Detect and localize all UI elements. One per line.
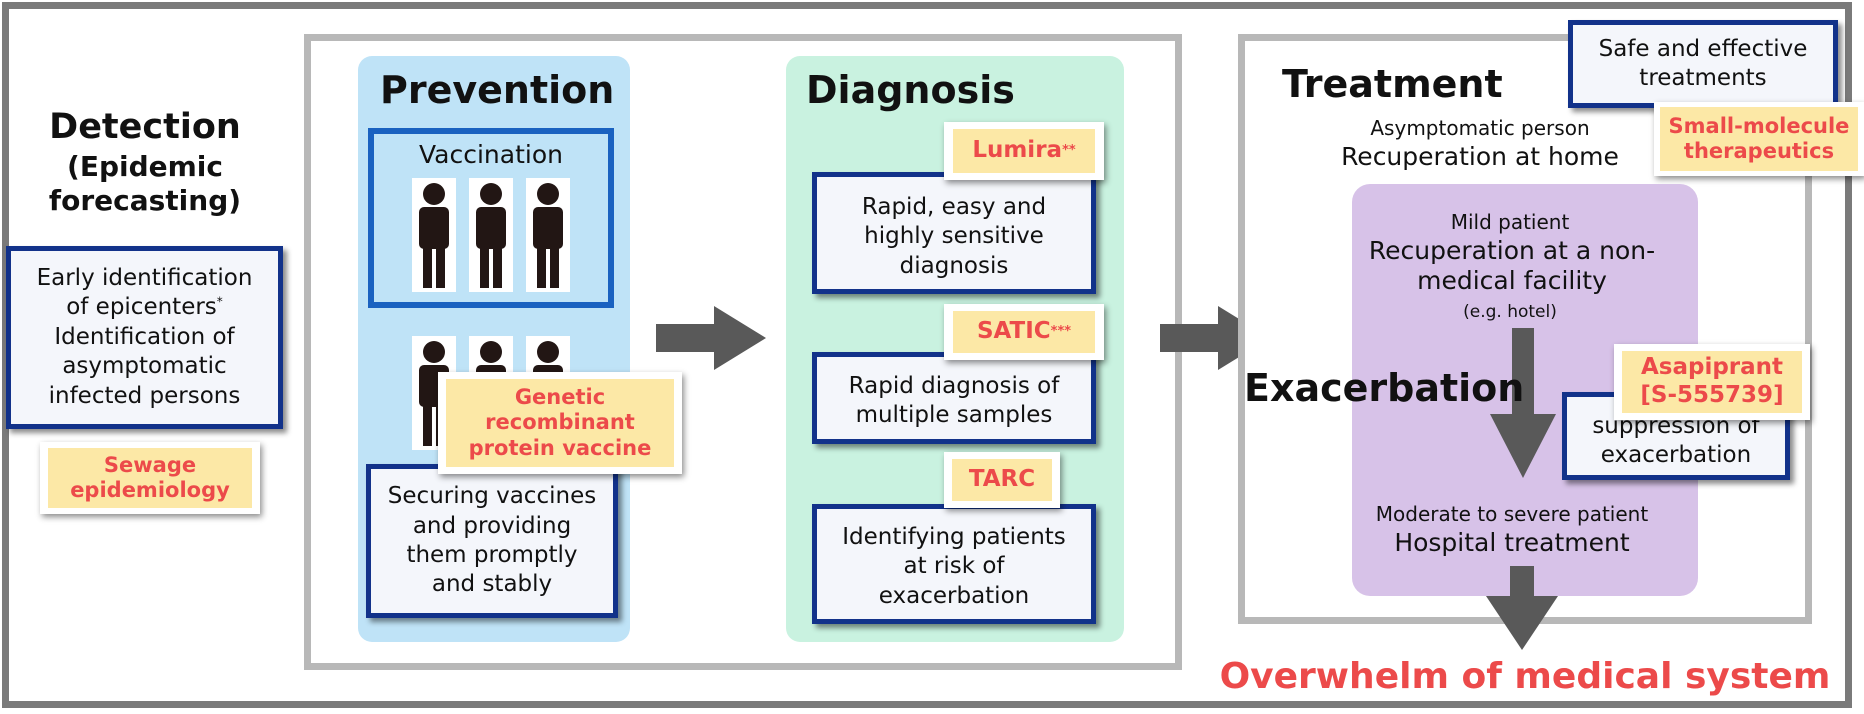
person-icon: [526, 178, 570, 292]
diagnosis-box-3: Identifying patients at risk of exacerba…: [812, 504, 1096, 624]
asymptomatic-label: Asymptomatic person: [1370, 116, 1590, 140]
prevention-title: Prevention: [380, 68, 615, 112]
diagnosis-box-1: Rapid, easy and highly sensitive diagnos…: [812, 172, 1096, 294]
detection-subtitle: (Epidemic forecasting): [48, 150, 242, 217]
exacerbation-label: Exacerbation: [1244, 366, 1525, 410]
detection-box: Early identification of epicenters* Iden…: [6, 246, 283, 429]
asapiprant-tag: Asapiprant[S-555739]: [1614, 344, 1810, 420]
satic-tag: SATIC***: [944, 304, 1104, 360]
mild-label: Mild patient: [1450, 210, 1570, 234]
mild-note: (e.g. hotel): [1463, 302, 1557, 322]
person-icon: [469, 178, 513, 292]
detection-title: Detection: [49, 107, 241, 147]
vaccination-label: Vaccination: [419, 140, 563, 169]
vaccine-supply-box: Securing vaccines and providing them pro…: [366, 464, 618, 618]
diagnosis-box-2: Rapid diagnosis of multiple samples: [812, 352, 1096, 444]
arrow-right-icon: [656, 306, 766, 370]
safe-treatments-box: Safe and effective treatments: [1568, 20, 1838, 108]
recuperation-home: Recuperation at home: [1341, 142, 1619, 171]
arrow-down-icon: [1490, 328, 1556, 478]
hospital-treatment: Hospital treatment: [1394, 528, 1630, 557]
person-icon: [412, 178, 456, 292]
tarc-tag: TARC: [944, 452, 1060, 508]
overwhelm-text: Overwhelm of medical system: [1219, 656, 1831, 697]
people-group-1: [412, 178, 570, 292]
arrow-down-icon: [1486, 566, 1558, 650]
lumira-tag: Lumira**: [944, 122, 1104, 180]
treatment-title: Treatment: [1282, 62, 1503, 106]
diagnosis-title: Diagnosis: [806, 68, 1015, 112]
moderate-label: Moderate to severe patient: [1375, 502, 1649, 526]
mild-recuperation: Recuperation at a non- medical facility: [1368, 236, 1656, 295]
